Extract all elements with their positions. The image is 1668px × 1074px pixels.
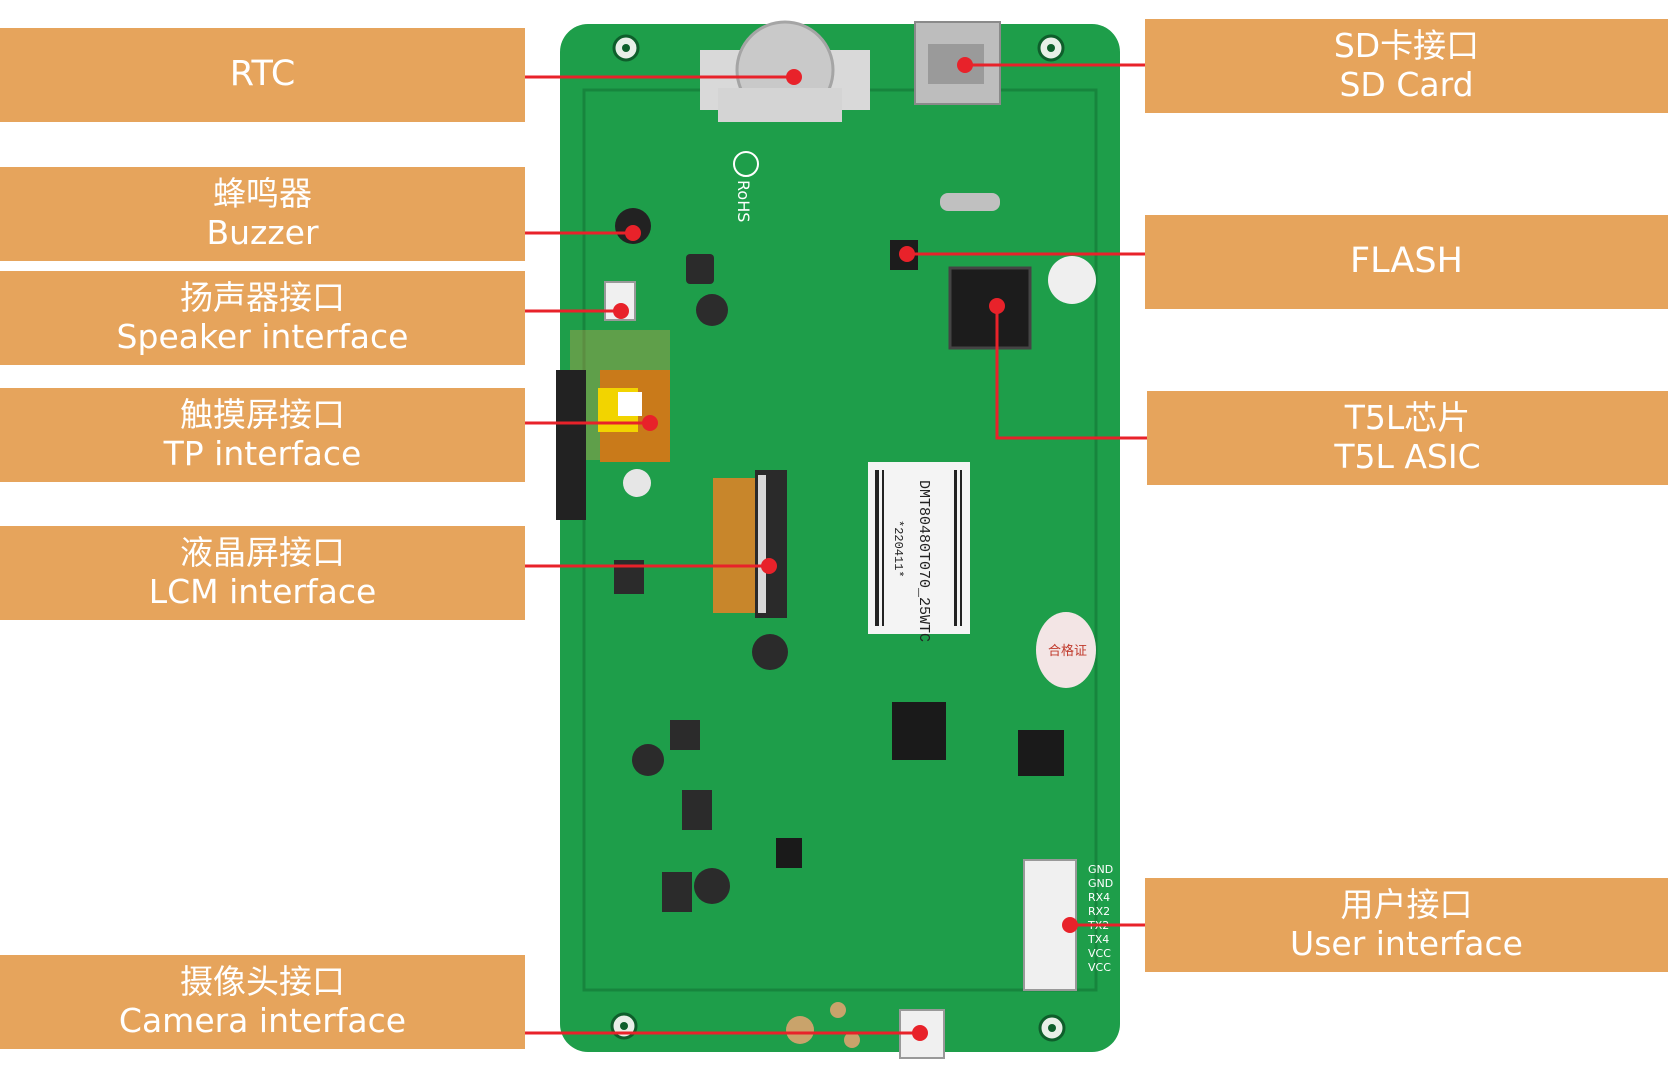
rohs-mark: RoHS xyxy=(734,180,753,222)
speaker-label-en: Speaker interface xyxy=(116,317,409,356)
svg-text:VCC: VCC xyxy=(1088,947,1111,960)
lcm-label: 液晶屏接口 LCM interface xyxy=(0,526,525,620)
svg-text:GND: GND xyxy=(1088,863,1113,876)
camera-label: 摄像头接口 Camera interface xyxy=(0,955,525,1049)
speaker-connector xyxy=(604,281,636,321)
user-label-en: User interface xyxy=(1290,924,1523,963)
sd-label: SD卡接口 SD Card xyxy=(1145,19,1668,113)
model-sticker xyxy=(868,462,970,634)
lcm-label-zh: 液晶屏接口 xyxy=(180,533,345,573)
user-label-zh: 用户接口 xyxy=(1340,885,1473,925)
buzzer-label-en: Buzzer xyxy=(206,213,319,252)
buzzer-label: 蜂鸣器 Buzzer xyxy=(0,167,525,261)
sd-label-en: SD Card xyxy=(1339,65,1474,104)
leader-lines xyxy=(525,63,1147,1035)
svg-text:VCC: VCC xyxy=(1088,961,1111,974)
tp-label: 触摸屏接口 TP interface xyxy=(0,388,525,482)
svg-text:GND: GND xyxy=(1088,877,1113,890)
svg-text:RX2: RX2 xyxy=(1088,905,1110,918)
model-code: *220411* xyxy=(891,520,905,578)
qa-text: 合格证 xyxy=(1048,643,1087,659)
qa-sticker xyxy=(1036,612,1096,688)
buzzer-label-zh: 蜂鸣器 xyxy=(213,174,312,214)
flash-label: FLASH xyxy=(1145,215,1668,309)
flash-label-en: FLASH xyxy=(1350,241,1463,282)
rtc-label-en: RTC xyxy=(229,54,296,95)
speaker-label: 扬声器接口 Speaker interface xyxy=(0,271,525,365)
svg-text:TX4: TX4 xyxy=(1087,933,1109,946)
camera-label-zh: 摄像头接口 xyxy=(180,962,345,1002)
tp-flex xyxy=(556,330,670,520)
lcm-label-en: LCM interface xyxy=(148,572,377,611)
tp-label-en: TP interface xyxy=(163,434,362,473)
rtc-battery xyxy=(700,20,870,122)
tp-label-zh: 触摸屏接口 xyxy=(180,395,345,435)
camera-label-en: Camera interface xyxy=(118,1001,407,1040)
speaker-label-zh: 扬声器接口 xyxy=(180,278,345,318)
user-label: 用户接口 User interface xyxy=(1145,878,1668,972)
t5l-label-zh: T5L芯片 xyxy=(1344,398,1471,438)
leader-dots xyxy=(613,57,1078,1041)
rtc-label: RTC xyxy=(0,28,525,122)
model-label: DMT80480T070_25WTC xyxy=(915,480,932,642)
t5l-label: T5L芯片 T5L ASIC xyxy=(1147,391,1668,485)
lcm-connector xyxy=(713,470,787,618)
t5l-label-en: T5L ASIC xyxy=(1334,437,1481,476)
svg-text:RX4: RX4 xyxy=(1088,891,1110,904)
sd-label-zh: SD卡接口 xyxy=(1333,26,1480,66)
